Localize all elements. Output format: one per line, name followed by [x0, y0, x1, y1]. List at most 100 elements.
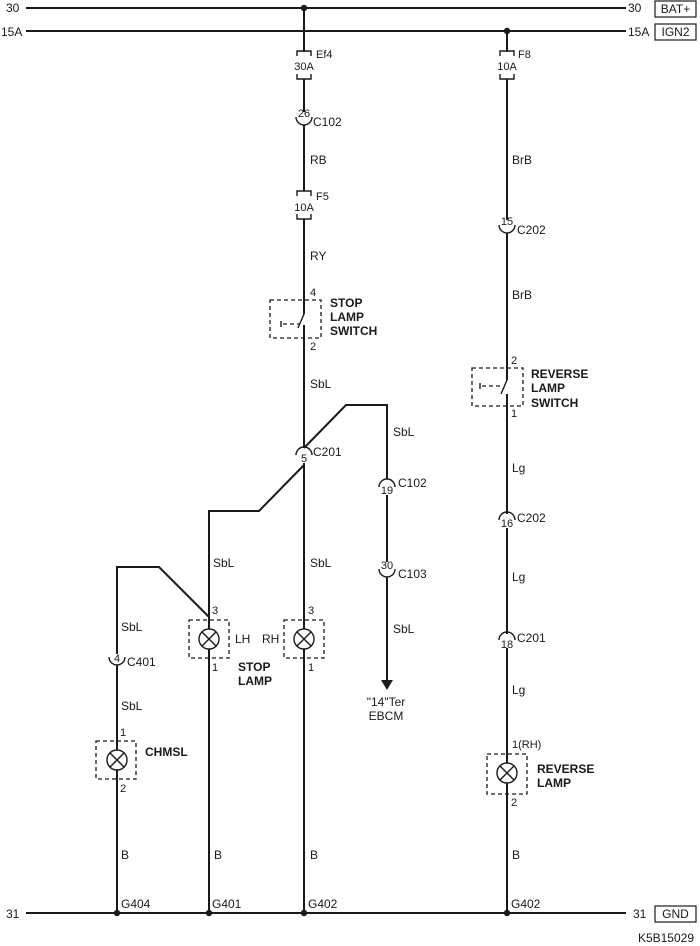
reverse-lamp-label-1: REVERSE: [537, 762, 594, 776]
fuse-f5-name: F5: [316, 191, 329, 203]
connector-c401-4-pin: 4: [114, 653, 120, 665]
gnd-rail-tag-box: [654, 905, 697, 923]
connector-c102-26: 26 C102: [295, 108, 342, 129]
reverse-lamp-switch: 2 1 REVERSE LAMP SWITCH: [471, 355, 588, 420]
connector-c202-16-name: C202: [517, 511, 546, 525]
connector-c401-4-name: C401: [127, 655, 156, 669]
connector-c102-26-symbol: [295, 116, 313, 126]
stop-switch-dashed-box: [269, 299, 322, 339]
connector-c202-15-pin: 15: [501, 216, 513, 228]
stop-lamp-rh-pin-top: 3: [308, 605, 314, 617]
wire-label-ry: RY: [310, 249, 326, 263]
wire-label-lg-1: Lg: [512, 461, 525, 475]
connector-c201-18-pin: 18: [501, 639, 513, 651]
stop-lamp-lh: 3 LH 1: [188, 605, 250, 674]
connector-c401-4: 4 C401: [108, 653, 156, 669]
stop-lamp-rh: 3 RH 1: [262, 605, 325, 674]
stop-lamp-switch: 4 2 STOP LAMP SWITCH: [269, 287, 377, 353]
gnd-rail-tag: GND: [662, 907, 689, 921]
fuse-f5-top-bracket: [296, 190, 312, 196]
connector-c102-26-pin: 26: [298, 108, 310, 120]
fuse-f8-bottom-bracket: [499, 74, 515, 80]
connector-c201-5: 5 C201: [295, 445, 342, 465]
wire-label-sbl-rh: SbL: [310, 556, 332, 570]
reverse-switch-dashed-box: [471, 367, 524, 407]
stop-lamp-lh-pin-top: 3: [212, 605, 218, 617]
wire-label-rb: RB: [310, 153, 327, 167]
chmsl-pin-top: 1: [120, 727, 126, 739]
connector-c102-19-symbol: [378, 478, 396, 488]
stop-switch-label-3: SWITCH: [330, 324, 377, 338]
connector-c201-18-symbol: [498, 631, 516, 641]
arrow-down-icon: [381, 680, 393, 690]
reverse-switch-label-1: REVERSE: [531, 367, 588, 381]
chmsl-lamp: 1 CHMSL 2: [95, 727, 188, 795]
ground-dot-g402-a: [300, 909, 308, 917]
bat-rail-tag: BAT+: [661, 2, 690, 16]
wire-label-sbl-lh: SbL: [213, 556, 235, 570]
ground-dot-g401: [205, 909, 213, 917]
reverse-switch-pin-top: 2: [511, 355, 517, 367]
wire-label-sbl-ebcm-top: SbL: [393, 425, 415, 439]
stop-switch-pin-bottom: 2: [310, 341, 316, 353]
ground-label-g401: G401: [212, 897, 242, 911]
fuse-f5-bottom-bracket: [296, 214, 312, 220]
lamp-lh-cross-b: [201, 631, 217, 647]
connector-c201-18-name: C201: [517, 631, 546, 645]
stop-lamp-label-2: LAMP: [238, 674, 272, 688]
ign-rail-tag: IGN2: [661, 25, 689, 39]
ign-rail: 15A 15A IGN2: [1, 23, 697, 41]
chmsl-pin-bottom: 2: [120, 783, 126, 795]
chmsl-label: CHMSL: [145, 745, 188, 759]
stop-lamp-lh-pin-bottom: 1: [212, 662, 218, 674]
wire-label-brb-top: BrB: [512, 153, 532, 167]
fuse-f8-top-bracket: [499, 50, 515, 56]
lamp-rh-cross-b: [296, 631, 312, 647]
bat-rail: 30 30 BAT+: [6, 0, 697, 18]
bat-rail-number-left: 30: [6, 1, 20, 15]
bat-rail-number-right: 30: [628, 1, 642, 15]
wire-label-sbl-ebcm-bottom: SbL: [393, 622, 415, 636]
wire-sbl-to-ebcm: [303, 404, 388, 479]
wire-sbl-chmsl-top: [116, 566, 210, 654]
fuse-ef4-top-bracket: [296, 50, 312, 56]
reverse-lamp-label-2: LAMP: [537, 776, 571, 790]
fuse-f5-rating: 10A: [294, 202, 314, 214]
stop-switch-label-2: LAMP: [330, 310, 364, 324]
fuse-ef4-name: Ef4: [316, 49, 333, 61]
connector-c102-19-pin: 19: [381, 485, 393, 497]
fuse-f8-rating: 10A: [497, 61, 517, 73]
reverse-switch-pin-bottom: 1: [511, 408, 517, 420]
connector-c102-19-name: C102: [398, 476, 427, 490]
ign-rail-number-left: 15A: [1, 25, 22, 39]
wire-label-b-chmsl: B: [121, 848, 129, 862]
stop-lamp-label-1: STOP: [238, 660, 270, 674]
lamp-chmsl-cross-b: [109, 752, 125, 768]
wire-label-lg-3: Lg: [512, 683, 525, 697]
stop-switch-pin-top: 4: [310, 287, 316, 299]
reverse-lamp: 1(RH) REVERSE LAMP 2: [486, 739, 594, 809]
reverse-switch-label-2: LAMP: [531, 381, 565, 395]
ground-dot-g402-b: [503, 909, 511, 917]
connector-c202-16-symbol: [498, 511, 516, 521]
reverse-switch-blade: [500, 379, 508, 395]
fuse-f8: F8 10A: [497, 49, 531, 80]
ign-rail-number-right: 15A: [628, 25, 649, 39]
connector-c202-15-name: C202: [517, 223, 546, 237]
ebcm-terminal-label: "14"Ter: [367, 695, 406, 709]
wire-sbl-lh: [208, 464, 305, 622]
connector-c102-26-name: C102: [313, 115, 342, 129]
wire-label-sbl-chmsl-bottom: SbL: [121, 699, 143, 713]
stop-lamp-lh-label: LH: [235, 632, 250, 646]
connector-c202-16: 16 C202: [498, 511, 546, 530]
lamp-reverse-cross-b: [499, 765, 515, 781]
ebcm-label: EBCM: [369, 709, 404, 723]
diagram-id-code: K5B15029: [638, 931, 694, 945]
fuse-ef4-rating: 30A: [294, 61, 314, 73]
ign-rail-tag-box: [654, 23, 697, 41]
wire-label-b-rh: B: [310, 848, 318, 862]
fuse-ef4-bottom-bracket: [296, 74, 312, 80]
wire-label-sbl-chmsl-top: SbL: [121, 620, 143, 634]
connector-c102-19: 19 C102: [378, 476, 427, 497]
